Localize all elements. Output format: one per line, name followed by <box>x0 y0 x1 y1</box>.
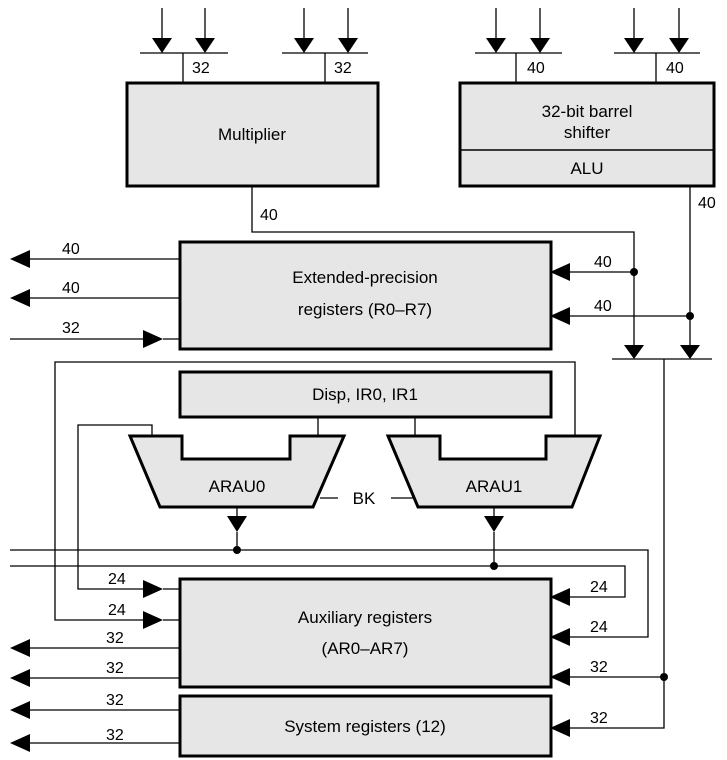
extended-precision-registers-block <box>178 240 553 351</box>
ext-out-1-width: 40 <box>62 241 80 258</box>
sys-out-1-width: 32 <box>106 692 124 709</box>
mult-in-a-width: 32 <box>192 60 210 77</box>
disp-ir-block <box>178 370 553 419</box>
multiplier-block <box>125 81 380 188</box>
barrel-shifter-label-line2: shifter <box>564 123 611 142</box>
barrel-shifter-label-line1: 32-bit barrel <box>542 102 633 121</box>
auxiliary-registers-block <box>178 577 553 689</box>
disp-to-arau-lines <box>317 417 416 436</box>
arau1-label: ARAU1 <box>466 477 523 496</box>
aux-feedback-loops <box>54 361 576 629</box>
arau-output-buses <box>10 507 649 646</box>
bk-label: BK <box>353 489 376 508</box>
disp-ir-label: Disp, IR0, IR1 <box>312 385 418 404</box>
ext-regs-label-line2: registers (R0–R7) <box>298 300 432 319</box>
arau0-block <box>127 434 347 509</box>
ext-regs-left-buses <box>10 250 180 348</box>
barrel-shifter-alu-block <box>458 81 716 188</box>
aux-out-1-width: 32 <box>106 630 124 647</box>
sys-in-right-width: 32 <box>590 710 608 727</box>
aux-in-left-1-width: 24 <box>108 571 126 588</box>
ext-out-2-width: 40 <box>62 280 80 297</box>
aux-in-left-2-width: 24 <box>108 602 126 619</box>
aux-in-right-3-width: 32 <box>590 659 608 676</box>
aux-out-2-width: 32 <box>106 660 124 677</box>
multiplier-input-bus <box>140 8 368 82</box>
ext-in-left-width: 32 <box>62 320 80 337</box>
multiplier-label: Multiplier <box>218 125 286 144</box>
alu-in-a-width: 40 <box>527 60 545 77</box>
ext-regs-label-line1: Extended-precision <box>292 268 438 287</box>
result-bus <box>550 345 712 737</box>
alu-label: ALU <box>570 159 603 178</box>
arau0-label: ARAU0 <box>209 477 266 496</box>
aux-regs-output-buses <box>10 639 180 687</box>
sys-regs-output-buses <box>10 701 180 752</box>
aux-regs-label-line2: (AR0–AR7) <box>322 639 409 658</box>
arau1-block <box>385 434 603 509</box>
sys-out-2-width: 32 <box>106 727 124 744</box>
alu-output-bus <box>550 186 694 345</box>
ext-in-right-1-width: 40 <box>594 254 612 271</box>
system-registers-block <box>178 694 553 758</box>
alu-input-bus <box>475 8 700 82</box>
aux-regs-label-line1: Auxiliary registers <box>298 608 432 627</box>
alu-in-b-width: 40 <box>666 60 684 77</box>
alu-out-width: 40 <box>698 195 716 212</box>
sys-regs-label: System registers (12) <box>284 717 446 736</box>
ext-in-right-2-width: 40 <box>594 298 612 315</box>
multiplier-output-bus <box>251 186 638 345</box>
aux-in-right-2-width: 24 <box>590 619 608 636</box>
mult-in-b-width: 32 <box>334 60 352 77</box>
mult-out-width: 40 <box>260 207 278 224</box>
aux-in-right-1-width: 24 <box>590 579 608 596</box>
